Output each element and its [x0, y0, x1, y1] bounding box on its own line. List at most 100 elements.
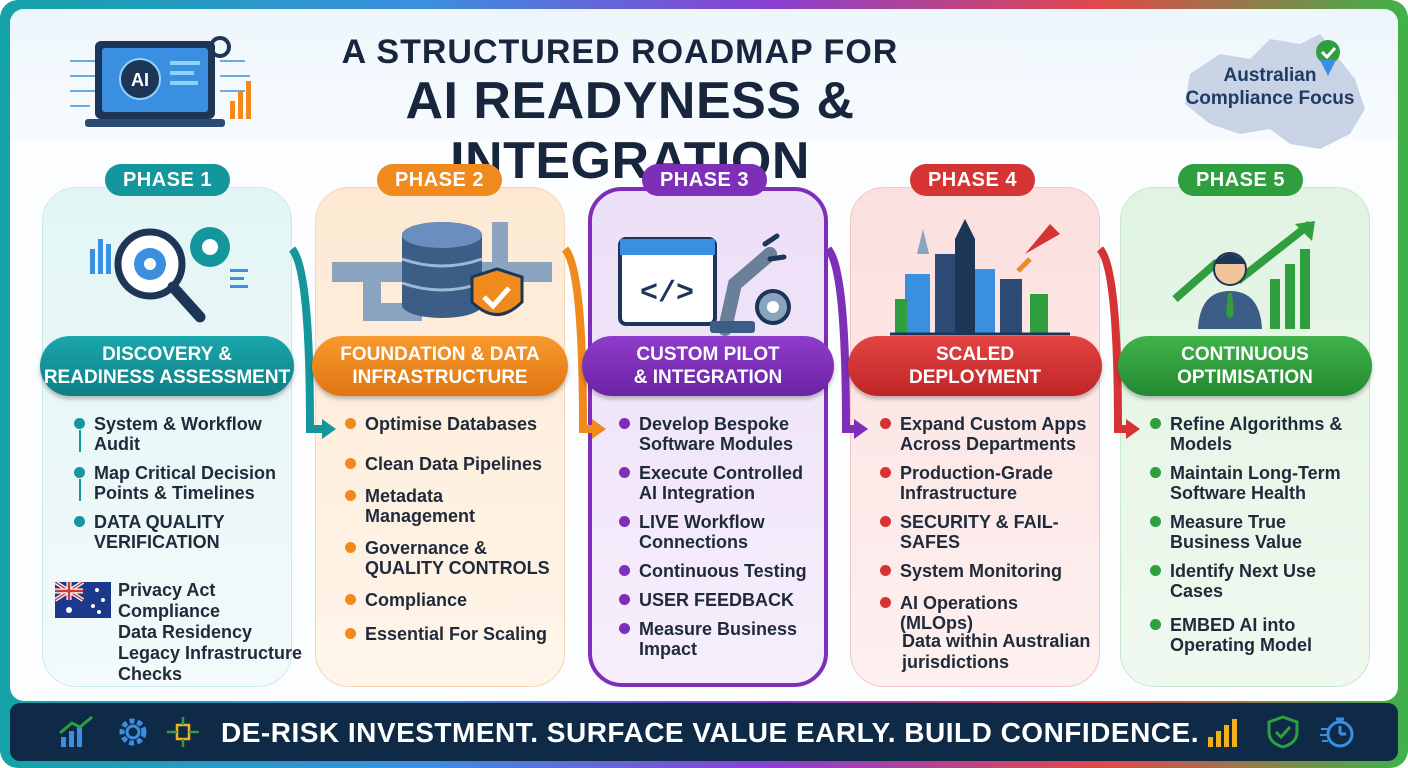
list-item-text: Develop Bespoke Software Modules: [639, 414, 794, 454]
phase-3-title-line1: CUSTOM PILOT: [636, 344, 780, 365]
bullet-dot: [619, 418, 630, 429]
phase-1-banner: DISCOVERY & READINESS ASSESSMENT: [40, 336, 294, 396]
australia-map-icon: [1160, 24, 1380, 164]
list-item-text: Refine Algorithms & Models: [1170, 414, 1343, 454]
phase-2-title-line1: FOUNDATION & DATA: [340, 344, 540, 365]
phase-1-title-line2: READINESS ASSESSMENT: [43, 367, 291, 388]
list-item-text: Measure True Business Value: [1170, 512, 1303, 552]
phase-3-banner: CUSTOM PILOT & INTEGRATION: [582, 336, 834, 396]
list-item-text: USER FEEDBACK: [639, 590, 795, 610]
bar-chart-icon: [1205, 715, 1241, 749]
bullet-dot: [619, 565, 630, 576]
compliance-line1: Australian: [1223, 65, 1317, 86]
phase-4-label: PHASE 4: [910, 164, 1035, 196]
code-robot-arm-icon: </>: [615, 229, 805, 339]
bullet-dot: [345, 594, 356, 605]
list-item: Continuous Testing: [617, 561, 817, 581]
bullet-dot: [74, 516, 85, 527]
list-item-text: Essential For Scaling: [365, 624, 548, 644]
phase-2-banner: FOUNDATION & DATA INFRASTRUCTURE: [312, 336, 568, 396]
list-item-text: Metadata Management: [365, 486, 476, 526]
bullet-dot: [345, 458, 356, 469]
bullet-dot: [880, 516, 891, 527]
list-item: Execute Controlled AI Integration: [617, 463, 817, 503]
shield-check-icon: [1265, 715, 1301, 749]
list-item: Measure True Business Value: [1148, 512, 1363, 552]
bullet-dot: [1150, 467, 1161, 478]
connector-1-2: [288, 246, 330, 433]
list-item: Compliance: [343, 590, 558, 610]
bullet-dot: [880, 565, 891, 576]
list-item-text: LIVE Workflow Connections: [639, 512, 765, 552]
list-item: System & Workflow Audit: [72, 414, 282, 454]
svg-text:</>: </>: [640, 277, 694, 311]
list-item: Clean Data Pipelines: [343, 454, 558, 474]
title-line1: A STRUCTURED ROADMAP FOR: [341, 33, 899, 71]
phase-4-banner: SCALED DEPLOYMENT: [848, 336, 1102, 396]
connector-1-2-arrowhead: [322, 419, 336, 439]
phase-2-title-line2: INFRASTRUCTURE: [352, 367, 528, 388]
phase-4-title-line2: DEPLOYMENT: [909, 367, 1041, 388]
phase-5-items: Refine Algorithms & Models Maintain Long…: [1148, 414, 1363, 664]
list-item: Map Critical Decision Points & Timelines: [72, 463, 282, 503]
note-line: Data Residency: [118, 622, 253, 642]
bullet-dot: [345, 628, 356, 639]
connector-2-3-arrowhead: [592, 419, 606, 439]
phase-3-title-line2: & INTEGRATION: [633, 367, 783, 388]
list-item: Maintain Long-Term Software Health: [1148, 463, 1363, 503]
list-item-text: Compliance: [365, 590, 468, 610]
bullet-dot: [74, 418, 85, 429]
tagline: DE-RISK INVESTMENT. SURFACE VALUE EARLY.…: [221, 717, 1199, 748]
bullet-dot: [619, 467, 630, 478]
bullet-dot: [1150, 418, 1161, 429]
connector-3-4: [824, 246, 862, 433]
bullet-dot: [1150, 619, 1161, 630]
ai-laptop-icon: AI: [70, 31, 270, 139]
city-rocket-icon: [885, 214, 1075, 339]
list-item-text: Continuous Testing: [639, 561, 807, 581]
list-item: Essential For Scaling: [343, 624, 558, 644]
bullet-dot: [619, 623, 630, 634]
list-item: DATA QUALITY VERIFICATION: [72, 512, 282, 552]
stopwatch-icon: [1320, 715, 1356, 749]
list-item: SECURITY & FAIL-SAFES: [878, 512, 1088, 552]
compliance-label: Australian Compliance Focus: [1170, 64, 1370, 110]
phase-5-banner: CONTINUOUS OPTIMISATION: [1118, 336, 1372, 396]
note-line: Privacy Act Compliance: [118, 580, 221, 621]
list-item-text: Expand Custom Apps Across Departments: [900, 414, 1087, 454]
list-item-text: EMBED AI into Operating Model: [1170, 615, 1313, 655]
list-item-text: Optimise Databases: [365, 414, 538, 434]
list-item-text: Governance & QUALITY CONTROLS: [365, 538, 550, 578]
list-item: Identify Next Use Cases: [1148, 561, 1363, 601]
list-item: Production-Grade Infrastructure: [878, 463, 1088, 503]
bullet-dot: [880, 597, 891, 608]
list-item-text: Measure Business Impact: [639, 619, 798, 659]
bullet-dot: [619, 516, 630, 527]
phase-3-label: PHASE 3: [642, 164, 767, 196]
phase-4-title-line1: SCALED: [935, 344, 1015, 365]
list-item: System Monitoring: [878, 561, 1088, 581]
connector-3-4-arrowhead: [854, 419, 868, 439]
bullet-dot: [345, 542, 356, 553]
list-item-text: Maintain Long-Term Software Health: [1170, 463, 1341, 503]
list-item-text: SECURITY & FAIL-SAFES: [900, 512, 1059, 552]
growth-chart-person-icon: [1170, 219, 1330, 334]
bullet-dot: [1150, 516, 1161, 527]
phase-1-title-line1: DISCOVERY &: [102, 344, 232, 365]
phase-1-items: System & Workflow Audit Map Critical Dec…: [72, 414, 282, 561]
compliance-line2: Compliance Focus: [1185, 88, 1355, 109]
gear-icon: [115, 715, 151, 749]
note-line: jurisdictions: [902, 652, 1010, 672]
phase-5-title-line2: OPTIMISATION: [1177, 367, 1313, 388]
phase-5-label: PHASE 5: [1178, 164, 1303, 196]
connector-4-5-arrowhead: [1126, 419, 1140, 439]
list-item-text: Identify Next Use Cases: [1170, 561, 1317, 601]
bullet-stem: [79, 479, 81, 501]
header: AI A STRUCTURED ROADMAP FOR AI READYNESS…: [10, 9, 1398, 190]
bullet-dot: [880, 467, 891, 478]
phase-1-note: Privacy Act Compliance Data Residency Le…: [118, 580, 308, 685]
list-item-text: System Monitoring: [900, 561, 1063, 581]
bullet-dot: [345, 418, 356, 429]
list-item: LIVE Workflow Connections: [617, 512, 817, 552]
list-item: Optimise Databases: [343, 414, 558, 434]
